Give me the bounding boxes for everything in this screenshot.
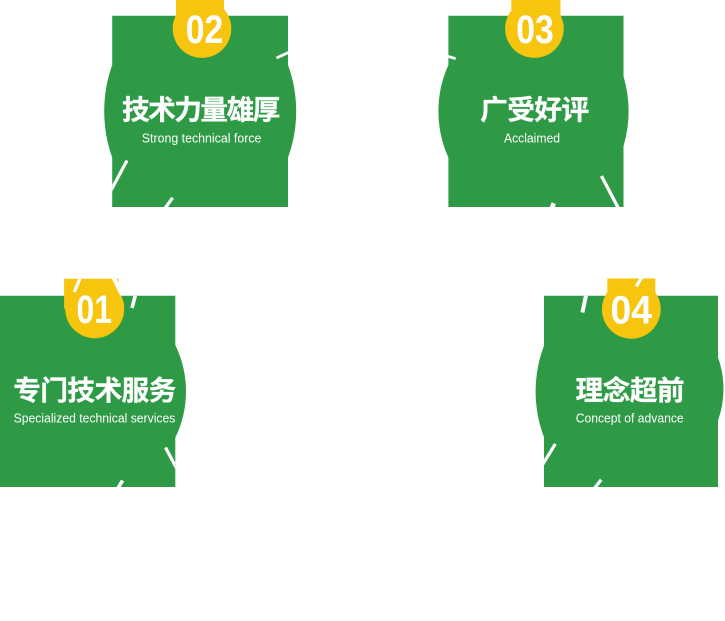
svg-text:02: 02 bbox=[186, 8, 224, 52]
svg-text:03: 03 bbox=[516, 8, 554, 52]
svg-text:01: 01 bbox=[76, 288, 112, 332]
svg-text:Specialized technical services: Specialized technical services bbox=[14, 411, 176, 426]
svg-text:Concept of advance: Concept of advance bbox=[576, 411, 684, 426]
svg-text:Acclaimed: Acclaimed bbox=[504, 130, 560, 145]
svg-text:04: 04 bbox=[611, 288, 653, 332]
svg-text:Strong technical force: Strong technical force bbox=[142, 130, 262, 145]
